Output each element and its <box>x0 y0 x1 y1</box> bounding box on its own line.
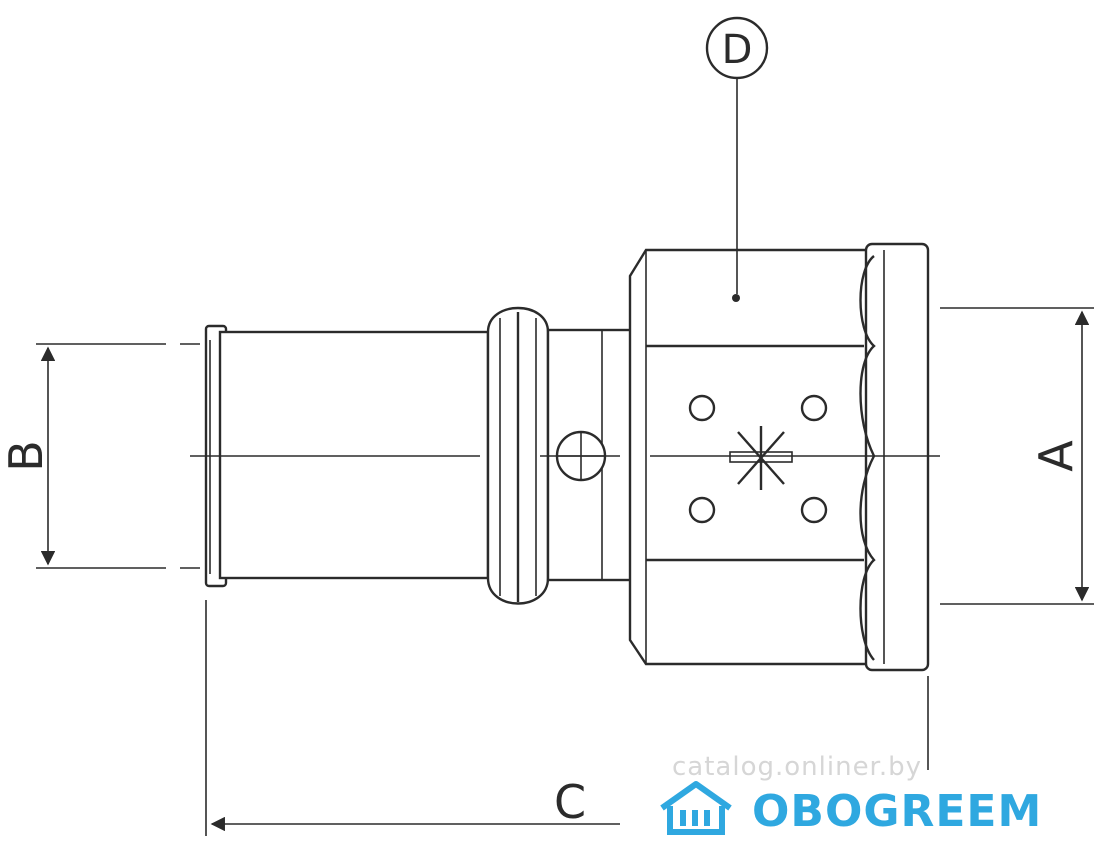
dimension-a: A <box>940 307 1094 605</box>
hex-body <box>628 248 876 666</box>
dimension-c: C <box>205 600 929 836</box>
fitting-neck <box>546 328 636 582</box>
threaded-end <box>859 242 930 672</box>
brand-logo: OBOGREEM <box>752 786 1043 837</box>
house-icon <box>660 781 732 835</box>
callout-d: D <box>705 16 769 294</box>
dimension-a-label: A <box>1029 440 1083 472</box>
dimension-c-label: C <box>554 775 586 829</box>
dimension-b-label: B <box>0 440 53 472</box>
pipe-sleeve <box>204 324 490 588</box>
press-collar <box>486 306 550 605</box>
dimension-b: B <box>0 343 200 569</box>
watermark-text: catalog.onliner.by <box>672 752 923 782</box>
callout-d-label: D <box>722 27 753 73</box>
